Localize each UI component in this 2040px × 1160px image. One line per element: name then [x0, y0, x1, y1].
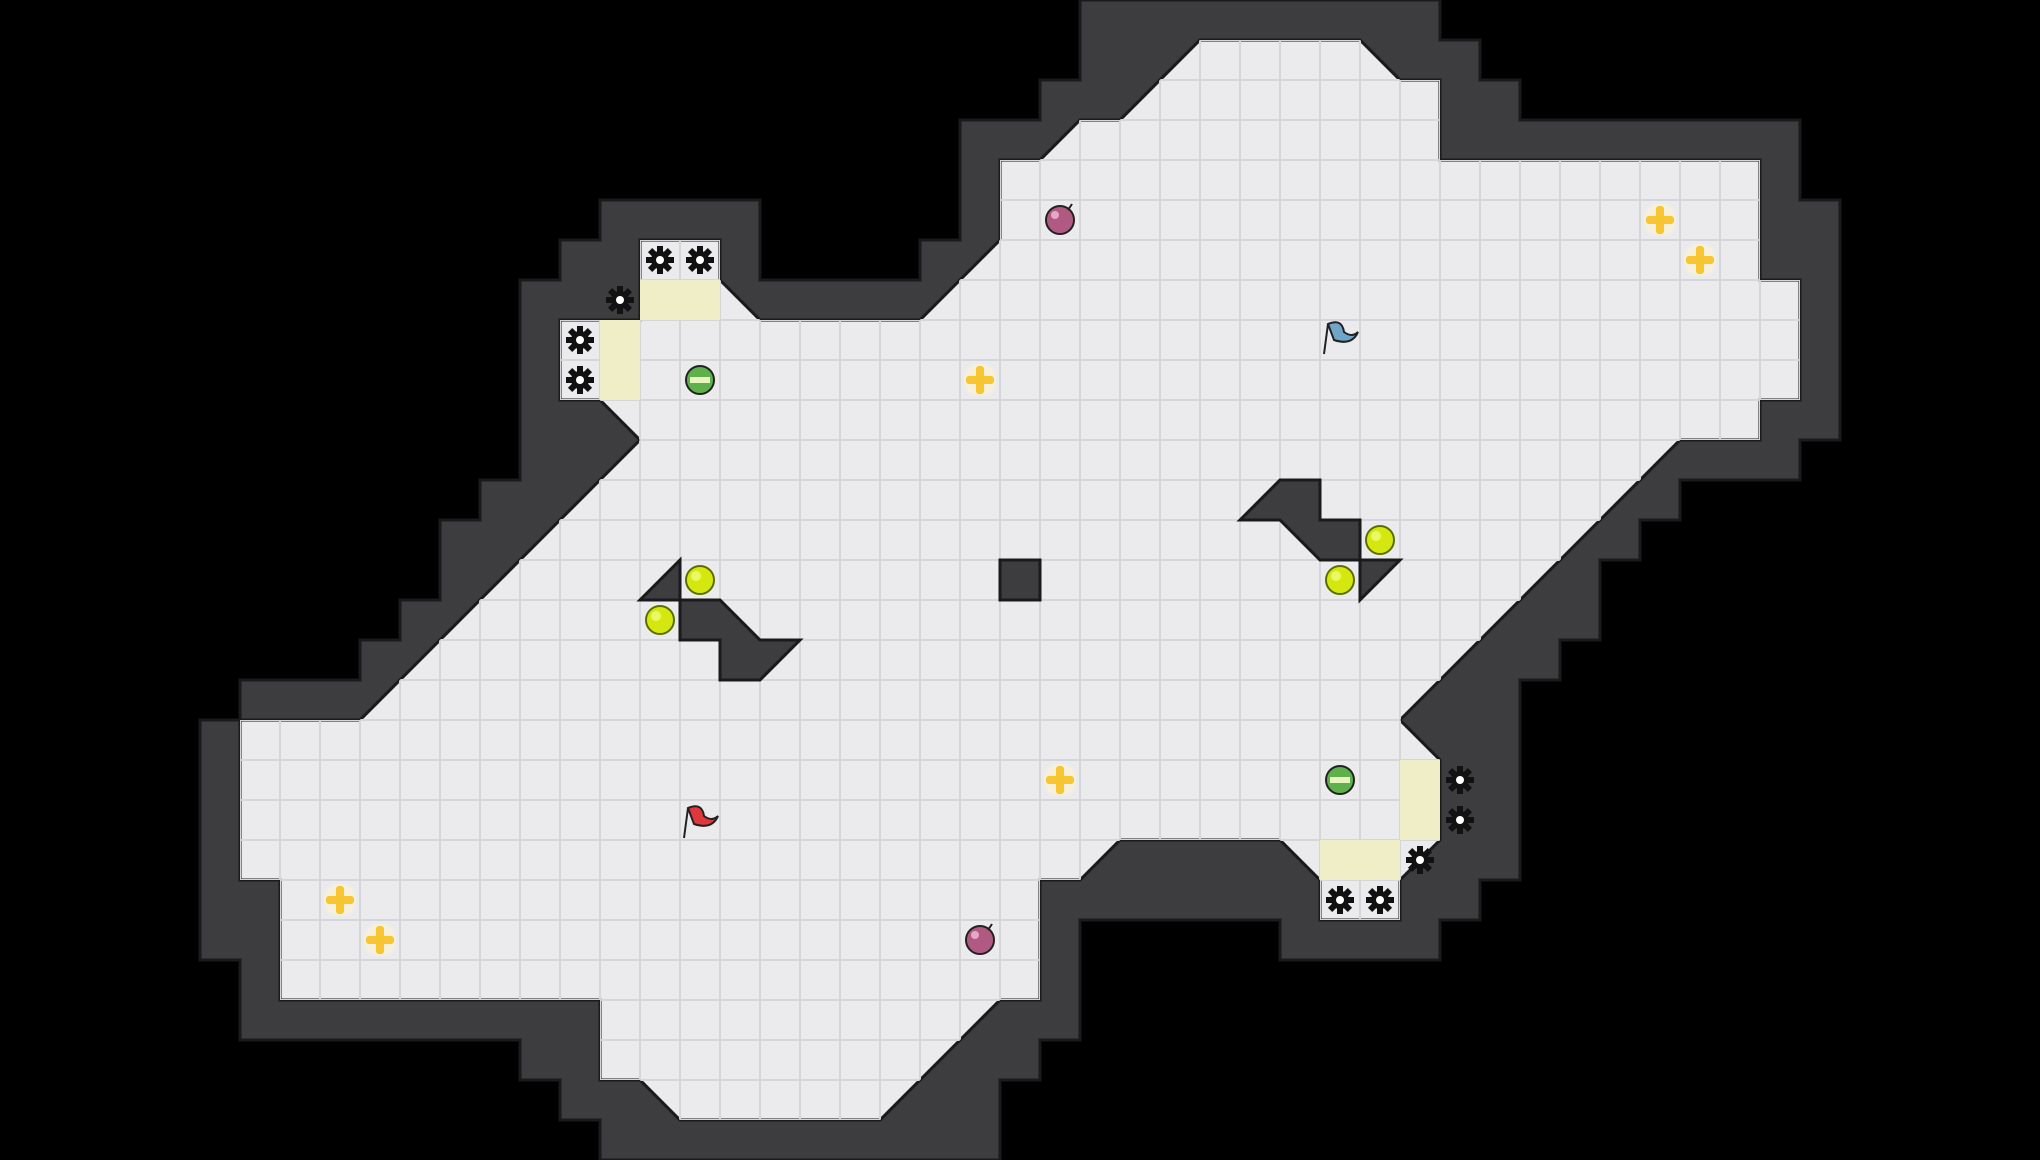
gear-spike-icon	[686, 246, 714, 274]
plus-pickup-icon[interactable]	[1644, 204, 1676, 236]
pale-tile	[1320, 840, 1360, 880]
item-layer	[324, 203, 1716, 956]
obstacle-block	[636, 556, 682, 602]
pale-tile	[600, 320, 640, 360]
pale-tile	[1400, 760, 1440, 800]
blue-flag-icon[interactable]	[1323, 321, 1359, 355]
pale-tile	[1400, 800, 1440, 840]
gear-spike-icon	[1406, 846, 1434, 874]
pellet-icon[interactable]	[1365, 525, 1395, 555]
gear-spike-icon	[566, 326, 594, 354]
plus-pickup-icon[interactable]	[1044, 764, 1076, 796]
gear-spike-icon	[1366, 886, 1394, 914]
gear-spike-icon	[1446, 766, 1474, 794]
pale-tile	[680, 280, 720, 320]
plus-pickup-icon[interactable]	[1684, 244, 1716, 276]
bomb-icon[interactable]	[1045, 203, 1075, 235]
pale-tile	[1360, 840, 1400, 880]
pellet-icon[interactable]	[1325, 565, 1355, 595]
gear-spike-icon	[1326, 886, 1354, 914]
gear-spike-icon	[646, 246, 674, 274]
pale-tile	[600, 360, 640, 400]
gear-spike-icon	[606, 286, 634, 314]
bomb-icon[interactable]	[965, 923, 995, 955]
gear-spike-icon	[1446, 806, 1474, 834]
plus-pickup-icon[interactable]	[364, 924, 396, 956]
shield-orb-icon[interactable]	[1325, 765, 1355, 795]
plus-pickup-icon[interactable]	[324, 884, 356, 916]
shield-orb-icon[interactable]	[685, 365, 715, 395]
gear-spike-icon	[566, 366, 594, 394]
red-flag-icon[interactable]	[683, 805, 719, 839]
pellet-icon[interactable]	[685, 565, 715, 595]
obstacle-block	[998, 558, 1042, 602]
obstacle-block	[1236, 478, 1362, 562]
obstacle-block	[1358, 558, 1404, 604]
pale-tile	[640, 280, 680, 320]
obstacle-block	[678, 598, 804, 682]
pellet-icon[interactable]	[645, 605, 675, 635]
plus-pickup-icon[interactable]	[964, 364, 996, 396]
